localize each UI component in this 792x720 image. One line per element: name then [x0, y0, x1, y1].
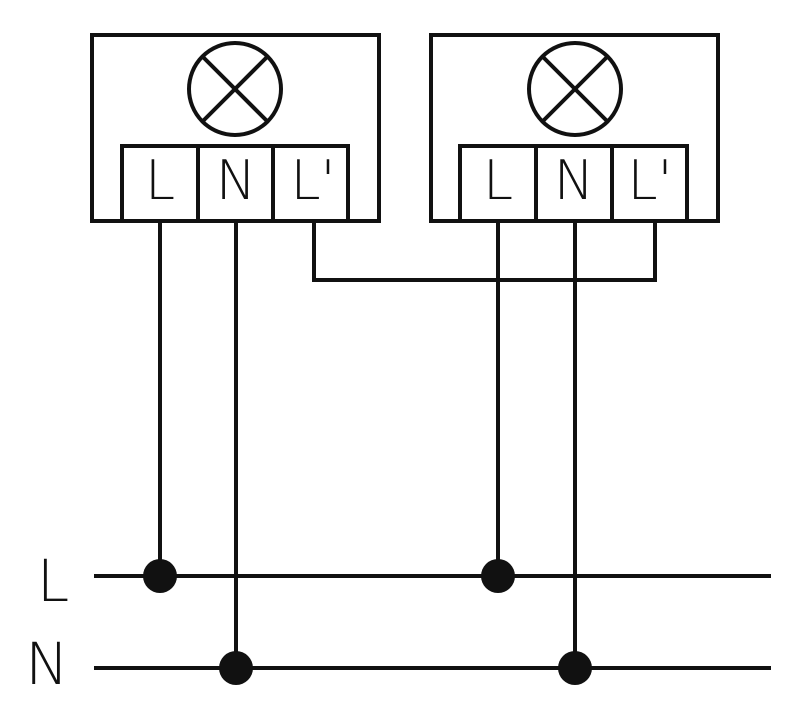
junction-l-1 [143, 559, 177, 593]
junction-n-1 [219, 651, 253, 685]
device-1: L N L' [90, 33, 381, 223]
device-2-terminal-n: N [554, 149, 594, 212]
junction-n-2 [558, 651, 592, 685]
device-1-terminal-n: N [216, 149, 256, 212]
junction-l-2 [481, 559, 515, 593]
line-bus-label: L [37, 547, 69, 615]
device-2: L N L' [429, 33, 720, 223]
neutral-bus-label: N [25, 630, 68, 698]
lamp-1-icon [187, 41, 283, 137]
bus-lines: L N [25, 547, 771, 698]
lamp-2-icon [527, 41, 623, 137]
device-1-terminal-l: L [145, 149, 175, 212]
wires [158, 221, 657, 668]
switched-line-wire [312, 221, 657, 282]
device-1-terminal-l-prime: L' [291, 149, 336, 212]
device-2-terminal-l-prime: L' [628, 149, 673, 212]
junctions [143, 559, 592, 685]
device-2-terminal-l: L [483, 149, 513, 212]
